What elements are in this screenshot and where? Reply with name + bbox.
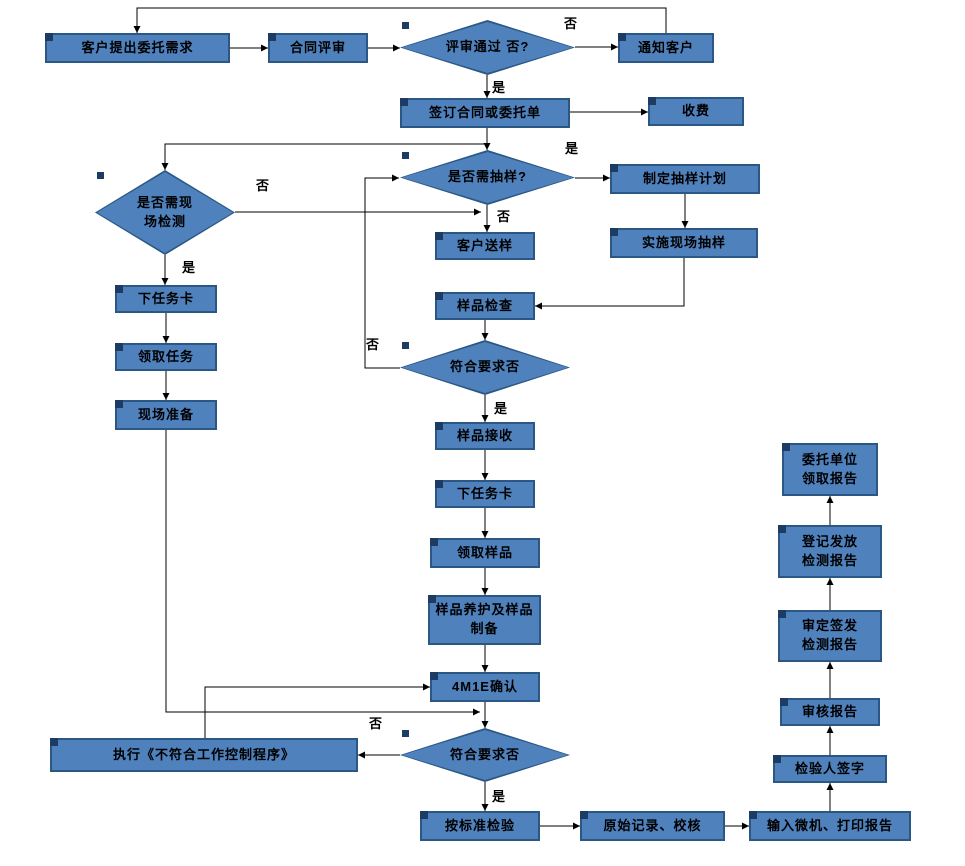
node-receive-task: 领取任务 xyxy=(115,343,217,371)
node-inspector-signature: 检验人签字 xyxy=(773,755,887,783)
node-nonconformance-procedure: 执行《不符合工作控制程序》 xyxy=(50,738,358,772)
node-notify-customer: 通知客户 xyxy=(618,33,714,63)
node-customer-send-sample: 客户送样 xyxy=(435,232,535,260)
decision-review-passed: 评审通过 否? xyxy=(400,20,575,75)
flow-edge xyxy=(535,258,685,310)
node-label: 领取样品 xyxy=(456,544,513,560)
decision-label: 符合要求否 xyxy=(449,359,520,375)
node-customer-request: 客户提出委托需求 xyxy=(45,33,230,63)
node-register-distribute-report: 登记发放 检测报告 xyxy=(778,525,882,578)
edge-label-meet2-yes: 是 xyxy=(492,789,506,804)
node-label: 按标准检验 xyxy=(444,817,515,833)
node-client-collect-report: 委托单位 领取报告 xyxy=(782,443,878,496)
node-label: 客户提出委托需求 xyxy=(81,39,194,55)
node-sampling-plan: 制定抽样计划 xyxy=(610,164,760,194)
node-contract-review: 合同评审 xyxy=(268,33,368,63)
node-sample-curing-prep: 样品养护及样品 制备 xyxy=(428,595,541,645)
node-label: 客户送样 xyxy=(456,237,513,253)
node-label: 输入微机、打印报告 xyxy=(766,817,893,833)
node-label: 审核报告 xyxy=(801,703,858,719)
edge-label-onsite-no: 否 xyxy=(256,178,270,193)
decision-meets-requirements-2: 符合要求否 xyxy=(400,728,570,782)
node-label: 通知客户 xyxy=(637,39,694,55)
edge-label-review-no: 否 xyxy=(564,16,578,31)
decision-meets-requirements-1: 符合要求否 xyxy=(400,340,570,395)
node-label: 样品接收 xyxy=(456,427,513,443)
flow-edge xyxy=(165,430,480,716)
edge-label-sample-yes: 是 xyxy=(565,141,579,156)
edge-label-meet1-no: 否 xyxy=(366,337,380,352)
node-label: 合同评审 xyxy=(289,39,346,55)
node-label: 现场准备 xyxy=(137,406,194,422)
node-collect-sample: 领取样品 xyxy=(430,538,540,568)
corner-mark xyxy=(402,342,409,349)
edge-label-meet1-yes: 是 xyxy=(494,401,508,416)
node-onsite-preparation: 现场准备 xyxy=(115,400,217,430)
node-label: 收费 xyxy=(681,103,710,119)
node-label: 实施现场抽样 xyxy=(641,234,726,250)
corner-mark xyxy=(402,22,409,29)
node-original-records-check: 原始记录、校核 xyxy=(580,811,725,841)
node-task-card-onsite: 下任务卡 xyxy=(115,285,217,313)
node-label: 下任务卡 xyxy=(456,485,513,501)
node-input-computer-print-report: 输入微机、打印报告 xyxy=(749,811,911,841)
node-label: 样品养护及样品 制备 xyxy=(435,602,534,636)
node-onsite-sampling: 实施现场抽样 xyxy=(610,228,758,258)
node-label: 下任务卡 xyxy=(137,290,194,306)
corner-mark xyxy=(402,152,409,159)
decision-onsite-testing: 是否需现 场检测 xyxy=(95,170,235,255)
node-approve-issue-report: 审定签发 检测报告 xyxy=(778,610,882,662)
node-label: 审定签发 检测报告 xyxy=(801,618,858,652)
flow-edge xyxy=(161,143,487,170)
edge-label-sample-no: 否 xyxy=(497,209,511,224)
node-charge-fee: 收费 xyxy=(648,97,744,126)
node-sign-contract: 签订合同或委托单 xyxy=(400,98,570,128)
decision-label: 评审通过 否? xyxy=(445,39,530,55)
corner-mark xyxy=(402,730,409,737)
edge-label-review-yes: 是 xyxy=(492,80,506,95)
node-label: 检验人签字 xyxy=(794,760,865,776)
flow-edge xyxy=(204,683,430,738)
node-4m1e-confirmation: 4M1E确认 xyxy=(430,672,540,702)
node-label: 制定抽样计划 xyxy=(642,170,727,186)
node-review-report: 审核报告 xyxy=(780,698,880,726)
edge-label-meet2-no: 否 xyxy=(369,716,383,731)
node-label: 执行《不符合工作控制程序》 xyxy=(112,746,295,762)
node-label: 样品检查 xyxy=(456,297,513,313)
flow-edge xyxy=(133,7,667,33)
decision-label: 是否需抽样? xyxy=(448,169,527,185)
node-label: 4M1E确认 xyxy=(452,678,518,694)
decision-label: 符合要求否 xyxy=(449,746,520,762)
node-sample-reception: 样品接收 xyxy=(435,422,535,450)
node-standard-inspection: 按标准检验 xyxy=(420,811,540,841)
node-task-card: 下任务卡 xyxy=(435,480,535,508)
edge-label-onsite-yes: 是 xyxy=(182,260,196,275)
node-label: 委托单位 领取报告 xyxy=(801,451,858,486)
flow-edge xyxy=(364,174,400,369)
node-label: 领取任务 xyxy=(137,348,194,364)
decision-sampling-needed: 是否需抽样? xyxy=(400,150,575,205)
corner-mark xyxy=(97,172,104,179)
node-label: 签订合同或委托单 xyxy=(428,104,541,120)
node-label: 登记发放 检测报告 xyxy=(801,533,858,568)
decision-label: 是否需现 场检测 xyxy=(136,194,193,229)
node-sample-inspection: 样品检查 xyxy=(435,292,535,320)
node-label: 原始记录、校核 xyxy=(603,817,702,833)
